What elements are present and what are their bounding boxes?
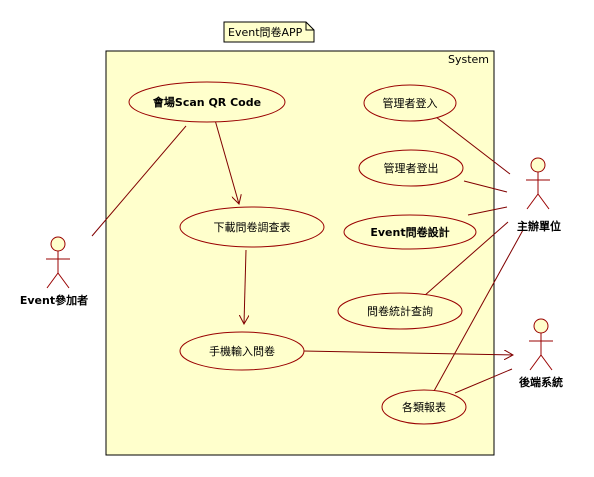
actor-organizer-label: 主辦單位 [517,219,561,233]
use-case-stats-query: 問卷統計查詢 [337,292,463,330]
line-reports-backend [454,368,513,394]
system-label: System [448,53,489,66]
actor-backend [529,318,553,371]
line-reports-organizer [433,229,524,392]
actor-participant-head [50,236,66,252]
line-participant-scan [91,125,187,237]
use-case-download: 下載問卷調查表 [179,206,325,248]
line-login-organizer [435,116,511,175]
use-case-admin-logout-label: 管理者登出 [384,161,439,175]
use-case-admin-login: 管理者登入 [363,84,457,122]
actor-organizer-head [530,157,546,173]
line-download-fill [244,249,246,324]
use-case-reports-label: 各類報表 [402,400,446,414]
use-case-scan-qr-label: 會場Scan QR Code [153,95,261,109]
use-case-download-label: 下載問卷調查表 [214,220,291,234]
use-case-admin-logout: 管理者登出 [358,149,464,187]
line-design-organizer [467,206,508,216]
actor-backend-label: 後端系統 [519,375,563,389]
actor-organizer [526,157,550,210]
actor-backend-head [533,318,549,334]
line-scan-download [214,119,239,204]
use-case-fill: 手機輸入問卷 [179,331,305,371]
line-stats-organizer [423,221,509,297]
use-case-event-design: Event問卷設計 [343,214,477,250]
line-fill-backend [302,351,513,355]
actor-participant-label: Event參加者 [20,293,88,307]
use-case-event-design-label: Event問卷設計 [370,225,449,239]
note-text: Event問卷APP [228,25,303,39]
actor-participant [46,236,70,289]
use-case-fill-label: 手機輸入問卷 [209,344,275,358]
use-case-stats-query-label: 問卷統計查詢 [367,304,433,318]
use-case-reports: 各類報表 [381,389,467,425]
use-case-admin-login-label: 管理者登入 [383,96,438,110]
note: Event問卷APP [223,21,315,43]
connections [91,116,524,394]
line-logout-organizer [463,180,508,193]
use-case-scan-qr: 會場Scan QR Code [128,81,286,123]
